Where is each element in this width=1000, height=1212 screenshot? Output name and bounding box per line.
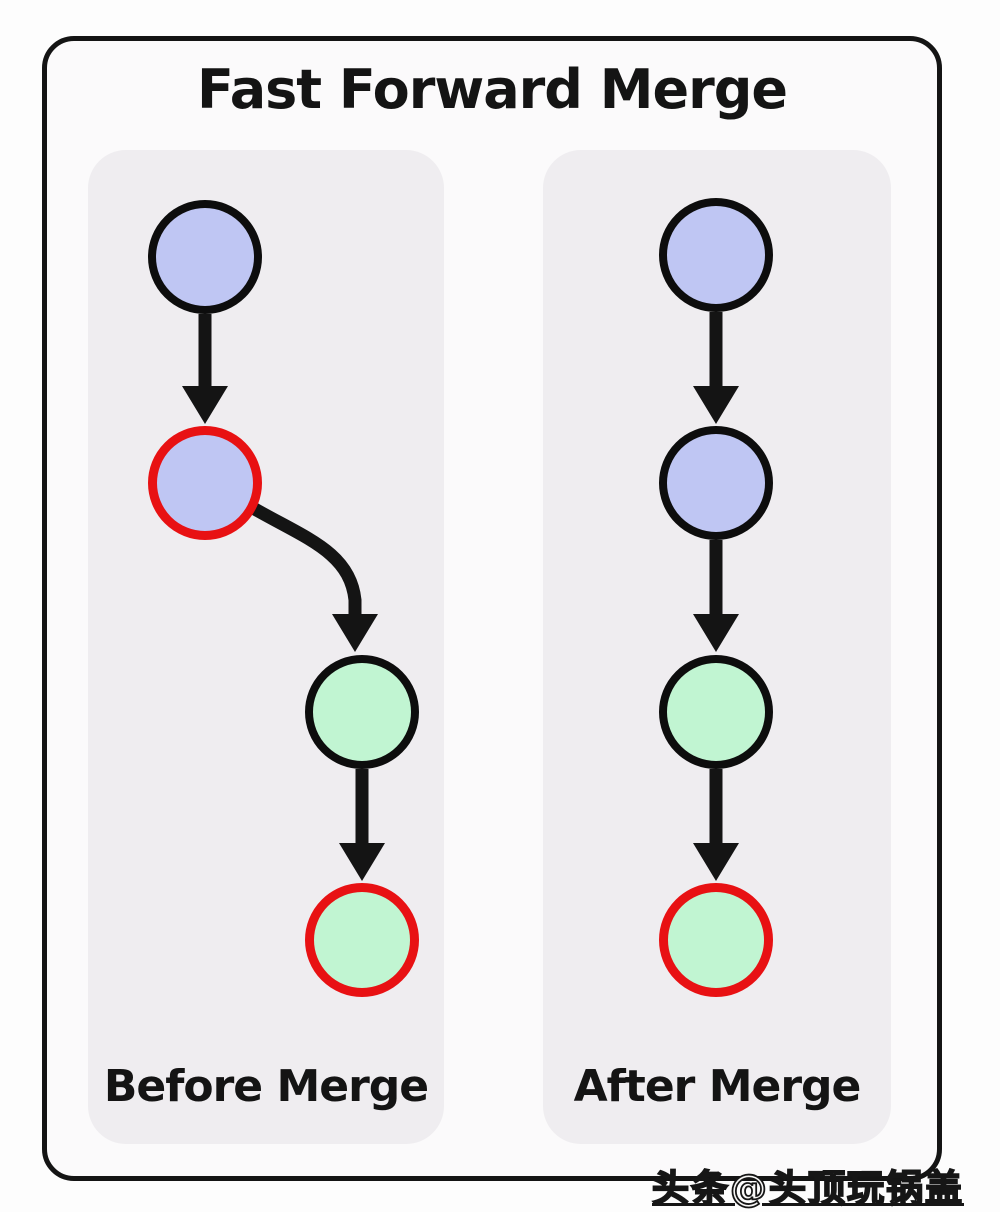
before-merge-panel: Before Merge	[88, 150, 444, 1144]
before-commit-node-4-highlighted	[305, 883, 419, 997]
after-commit-node-4-highlighted	[659, 883, 773, 997]
before-merge-label: Before Merge	[103, 1061, 429, 1112]
before-commit-node-3	[305, 655, 419, 769]
before-commit-node-2-highlighted	[148, 426, 262, 540]
before-commit-node-1	[148, 200, 262, 314]
after-commit-node-3	[659, 655, 773, 769]
after-commit-node-2	[659, 426, 773, 540]
toutiao-watermark: 头条@头顶玩锅盖	[651, 1166, 964, 1211]
after-commit-node-1	[659, 198, 773, 312]
after-merge-label: After Merge	[573, 1061, 862, 1112]
diagram-title: Fast Forward Merge	[196, 58, 788, 121]
